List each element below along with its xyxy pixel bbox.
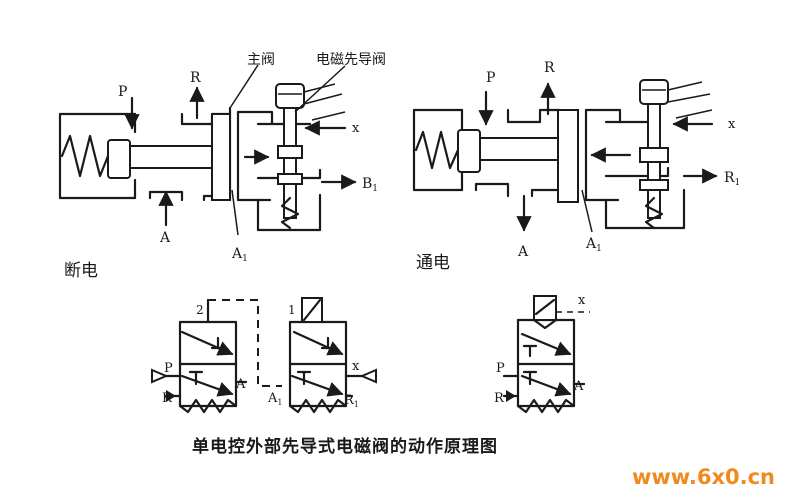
watermark-text: www.6x0.cn (632, 465, 775, 489)
sym-port-A-label: A (235, 377, 246, 392)
port-B1-label: B1 (362, 176, 378, 194)
port-A1-label-2: A1 (585, 236, 602, 254)
port-B1-sub: 1 (372, 184, 378, 194)
pilot-valve-label: 电磁先导阀 (316, 52, 386, 68)
pilot-line-dashed (208, 299, 282, 387)
symbol-pilot-valve: 1 x A1 R1 (267, 297, 377, 414)
sym-port-R-label-2: R (494, 391, 505, 406)
pilot-spring-icon (280, 196, 300, 230)
port-B1-main: B (362, 176, 372, 192)
port-P-label: P (118, 84, 127, 100)
port-A1-sub-2: 1 (596, 244, 602, 254)
energized-label: 通电 (416, 253, 450, 273)
port-X-label-2: x (728, 117, 736, 132)
de-energized-section: 主阀 电磁先导阀 P R x A A1 B1 断电 (58, 52, 386, 281)
piston (107, 139, 131, 179)
sym-port-2-label: 2 (196, 303, 204, 317)
sym-port-P-label: P (164, 361, 173, 376)
spring-icon (60, 134, 110, 178)
port-R1-main: R (724, 170, 735, 186)
piston-rod (129, 145, 215, 169)
pilot-spring-icon-2 (644, 196, 664, 230)
figure-caption: 单电控外部先导式电磁阀的动作原理图 (192, 436, 498, 457)
sym-port-A-label-2: A (573, 379, 584, 394)
port-R1-sub: 1 (735, 178, 741, 188)
port-A1-label: A1 (231, 246, 248, 264)
sym-A1-sub: 1 (277, 398, 282, 407)
triangle-icon (151, 368, 169, 384)
sym-port-R1-label: R1 (344, 393, 359, 409)
main-valve-label: 主阀 (247, 52, 275, 68)
sym-A1-main: A (267, 391, 278, 406)
sym-port-R-label: R (162, 391, 173, 406)
port-X-label: x (352, 121, 360, 136)
port-R1-label: R1 (724, 170, 740, 188)
port-R-label-2: R (544, 60, 555, 76)
sym-port-A1-label: A1 (267, 391, 282, 407)
port-P-label-2: P (486, 70, 495, 86)
sym-R1-main: R (344, 393, 355, 408)
sym-R1-sub: 1 (354, 400, 359, 409)
port-A-label: A (159, 230, 171, 246)
spring-icon-2 (414, 130, 460, 170)
triangle-icon-2 (359, 368, 377, 384)
de-energized-label: 断电 (64, 261, 98, 281)
solenoid-coil (275, 83, 305, 109)
port-A-label-2: A (517, 244, 529, 260)
port-A1-main-2: A (585, 236, 597, 252)
sym-port-P-label-2: P (496, 361, 505, 376)
port-A1-main: A (231, 246, 243, 262)
pilot-spool-2 (639, 147, 669, 163)
watermark: www.6x0.cn (632, 465, 775, 489)
sym-port-X-label: x (352, 359, 360, 374)
pilot-seat-2 (639, 179, 669, 191)
port-R-label: R (190, 70, 201, 86)
pilot-seat (277, 173, 303, 185)
energized-section: P R x A A1 R1 通电 (412, 60, 740, 273)
main-valve-piston (211, 113, 231, 201)
symbol-main-valve: 2 P R A (151, 298, 282, 414)
symbol-integrated-valve: x P R A (494, 293, 590, 414)
main-valve-piston-2 (557, 109, 579, 203)
piston-2 (457, 129, 481, 173)
pilot-spool (277, 145, 303, 159)
port-A1-sub: 1 (242, 254, 248, 264)
sym-port-1-label: 1 (288, 303, 296, 317)
piston-rod-2 (479, 137, 559, 161)
sym-port-X-label-2: x (578, 293, 586, 308)
solenoid-coil-2 (639, 79, 669, 105)
